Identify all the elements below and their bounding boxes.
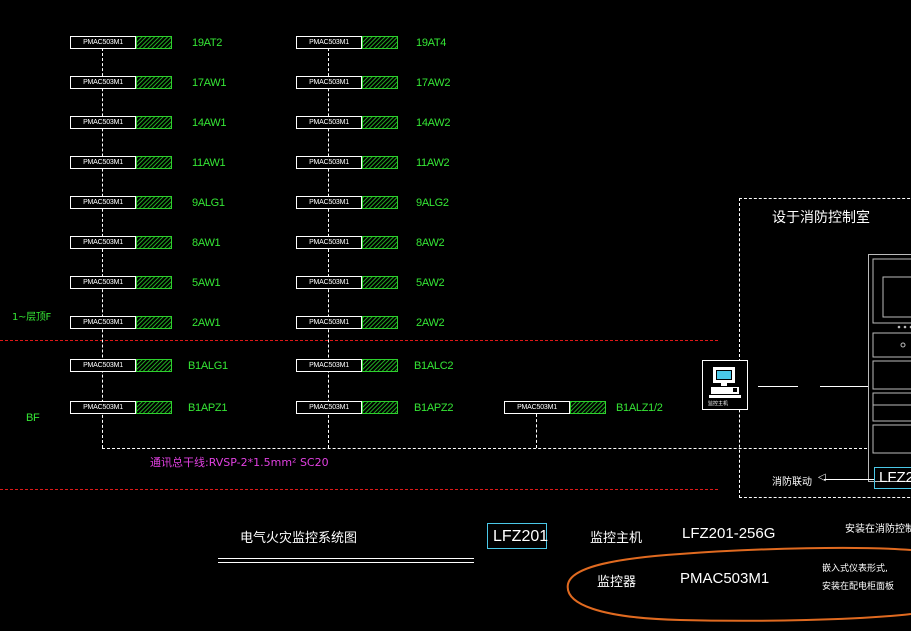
legend-row2-name: 监控器 [597, 575, 637, 590]
circuit-label: 2AW2 [416, 317, 445, 329]
bus-cable-label: 通讯总干线:RVSP-2*1.5mm² SC20 [150, 456, 329, 469]
module-model: PMAC503M1 [70, 236, 136, 249]
module-terminal [362, 196, 398, 209]
circuit-label: 5AW2 [416, 277, 445, 289]
module-model: PMAC503M1 [296, 76, 362, 89]
module-terminal [136, 276, 172, 289]
circuit-label: B1ALG1 [188, 360, 228, 372]
highlight-annotation [566, 546, 911, 622]
module-terminal [136, 36, 172, 49]
module-model: PMAC503M1 [296, 316, 362, 329]
legend-row2-model: PMAC503M1 [680, 570, 770, 587]
circuit-label: 19AT4 [416, 37, 447, 49]
module-terminal [362, 276, 398, 289]
legend-row2-note1: 嵌入式仪表形式, [822, 564, 888, 574]
module-terminal [136, 401, 172, 414]
module-model: PMAC503M1 [70, 316, 136, 329]
module-terminal [362, 156, 398, 169]
floor-label-upper: 1~层顶F [12, 312, 51, 323]
legend-tag: LFZ201 [487, 523, 549, 549]
circuit-label: B1APZ2 [414, 402, 454, 414]
module-model: PMAC503M1 [296, 156, 362, 169]
circuit-label: 8AW1 [192, 237, 221, 249]
computer-icon[interactable] [702, 360, 748, 410]
title-underline-1 [218, 558, 474, 559]
pc-link [758, 386, 798, 387]
module-terminal [136, 316, 172, 329]
module-model: PMAC503M1 [504, 401, 570, 414]
pc-caption: 监控主机 [708, 401, 729, 407]
linkage-arrow [824, 479, 874, 480]
circuit-label: 19AT2 [192, 37, 223, 49]
circuit-label: 17AW1 [192, 77, 227, 89]
module-terminal [362, 76, 398, 89]
circuit-label: B1ALC2 [414, 360, 454, 372]
floor-label-basement: BF [26, 412, 40, 424]
circuit-label: B1ALZ1/2 [616, 402, 663, 414]
control-cabinet-icon[interactable] [868, 254, 911, 482]
legend-row1-note: 安装在消防控制室 [845, 524, 911, 535]
legend-tag-text: LFZ201 [493, 528, 549, 545]
module-terminal [136, 236, 172, 249]
module-model: PMAC503M1 [296, 196, 362, 209]
control-room-label: 设于消防控制室 [772, 210, 870, 226]
module-terminal [570, 401, 606, 414]
module-model: PMAC503M1 [70, 401, 136, 414]
module-terminal [136, 156, 172, 169]
legend-row1-name: 监控主机 [590, 531, 643, 546]
title-underline-2 [218, 562, 474, 563]
module-model: PMAC503M1 [296, 276, 362, 289]
control-room-boundary [739, 198, 911, 498]
circuit-label: 2AW1 [192, 317, 221, 329]
circuit-label: 17AW2 [416, 77, 451, 89]
module-terminal [136, 196, 172, 209]
circuit-label: B1APZ1 [188, 402, 228, 414]
module-model: PMAC503M1 [70, 116, 136, 129]
bus-riser-col3 [536, 414, 537, 448]
floor-divider-lower [0, 489, 718, 490]
module-terminal [362, 316, 398, 329]
module-model: PMAC503M1 [296, 236, 362, 249]
module-model: PMAC503M1 [296, 359, 362, 372]
module-model: PMAC503M1 [70, 156, 136, 169]
host-tag-text: LFZ2 [879, 469, 911, 486]
circuit-label: 11AW2 [416, 157, 450, 169]
module-terminal [136, 116, 172, 129]
module-terminal [362, 359, 398, 372]
linkage-arrowhead: ◁ [818, 472, 826, 483]
bus-trunk [102, 448, 867, 449]
diagram-title: 电气火灾监控系统图 [240, 531, 358, 546]
pc-link-2 [820, 386, 868, 387]
circuit-label: 9ALG1 [192, 197, 225, 209]
circuit-label: 9ALG2 [416, 197, 449, 209]
circuit-label: 8AW2 [416, 237, 445, 249]
module-terminal [136, 76, 172, 89]
module-model: PMAC503M1 [70, 359, 136, 372]
module-model: PMAC503M1 [70, 76, 136, 89]
module-terminal [362, 116, 398, 129]
legend-row1-model: LFZ201-256G [682, 525, 776, 542]
module-terminal [362, 236, 398, 249]
module-terminal [362, 401, 398, 414]
circuit-label: 5AW1 [192, 277, 221, 289]
fire-linkage-label: 消防联动 [772, 477, 812, 488]
module-model: PMAC503M1 [296, 36, 362, 49]
module-model: PMAC503M1 [70, 196, 136, 209]
host-tag: LFZ2 [874, 467, 911, 489]
module-model: PMAC503M1 [70, 36, 136, 49]
module-model: PMAC503M1 [296, 401, 362, 414]
legend-row2-note2: 安装在配电柜面板 [822, 582, 895, 592]
circuit-label: 14AW1 [192, 117, 227, 129]
floor-divider-upper [0, 340, 718, 341]
module-model: PMAC503M1 [70, 276, 136, 289]
module-terminal [136, 359, 172, 372]
module-terminal [362, 36, 398, 49]
circuit-label: 14AW2 [416, 117, 451, 129]
circuit-label: 11AW1 [192, 157, 226, 169]
module-model: PMAC503M1 [296, 116, 362, 129]
